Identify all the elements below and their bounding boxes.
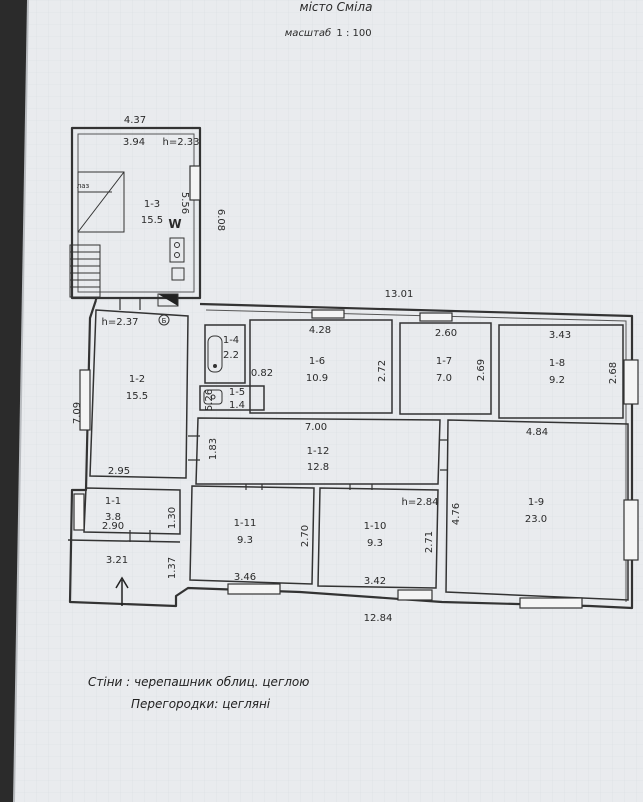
room-1-12-area: 12.8 (307, 462, 329, 473)
room-1-11-id: 1-11 (234, 518, 257, 529)
stair-hatch-label: лаз (77, 182, 90, 190)
dim-porch-width: 3.21 (106, 555, 128, 566)
room-1-3-area: 15.5 (141, 215, 163, 226)
dim-room-12-height: 5.26 (204, 389, 215, 411)
dim-room-110-width: 3.42 (364, 576, 386, 587)
room-1-10-outline (317, 487, 439, 589)
room-1-11-area: 9.3 (237, 535, 253, 546)
dim-room-17-height: 2.69 (476, 359, 487, 381)
room-1-12-outline (195, 417, 441, 485)
room-1-9-id: 1-9 (528, 497, 544, 508)
room-outlines (67, 309, 629, 601)
heater-mark: W (168, 217, 181, 231)
room-1-4-area: 2.2 (223, 350, 239, 361)
room-1-10-id: 1-10 (364, 521, 387, 532)
stairs-icon (69, 171, 125, 298)
room-1-3-id: 1-3 (144, 199, 160, 210)
room-1-6-id: 1-6 (309, 356, 325, 367)
exterior-walls (68, 126, 634, 610)
dim-room-18-height: 2.68 (608, 362, 619, 384)
scale-value: 1 : 100 (336, 28, 371, 39)
dim-overall-bottom: 12.84 (364, 613, 393, 624)
height-block-left-middle: h=2.37 (102, 317, 139, 328)
dim-right-side-13: 6.08 (215, 209, 226, 231)
dim-corridor-width: 7.00 (305, 422, 327, 433)
height-block-left-top: h=2.33 (163, 137, 200, 148)
room-1-11-outline (189, 485, 315, 585)
room-1-10-area: 9.3 (367, 538, 383, 549)
dim-room-11-height: 1.30 (167, 507, 178, 529)
dim-room-16-height: 2.72 (377, 360, 388, 382)
room-1-9-area: 23.0 (525, 514, 547, 525)
room-1-7-outline (399, 322, 492, 415)
dim-room-111-width: 3.46 (234, 572, 256, 583)
dim-room-110-height: 2.71 (424, 531, 435, 553)
dim-porch-height: 1.37 (167, 557, 178, 579)
dim-top-width: 4.37 (124, 115, 146, 126)
sink-icon (203, 389, 223, 405)
height-block-right: h=2.84 (402, 497, 439, 508)
doors (119, 298, 448, 542)
meter-icon (158, 314, 170, 326)
dim-left-side: 7.09 (72, 402, 83, 424)
room-1-4-id: 1-4 (223, 335, 239, 346)
dim-stair-side: 5.56 (179, 192, 190, 214)
room-1-2-id: 1-2 (129, 374, 145, 385)
room-1-2-outline (89, 309, 189, 479)
room-labels: 1-3 15.5 1-2 15.5 1-4 2.2 1-5 1.4 1-6 10… (105, 199, 565, 549)
room-1-12-id: 1-12 (307, 446, 330, 457)
partitions-note: Перегородки: цегляні (131, 697, 271, 711)
dim-overall-top: 13.01 (385, 289, 414, 300)
dimension-labels: 4.37 3.94 6.08 5.56 13.01 4.28 2.72 2.60… (72, 115, 619, 624)
dim-inner-top: 3.94 (123, 137, 145, 148)
dim-room-17-width: 2.60 (435, 328, 457, 339)
boiler-mark: Б (162, 317, 167, 325)
room-1-4-outline (204, 324, 246, 384)
room-1-7-id: 1-7 (436, 356, 452, 367)
room-1-1-id: 1-1 (105, 496, 121, 507)
walls-note: Стіни : черепашник облиц. цеглою (88, 675, 310, 689)
room-1-5-id: 1-5 (229, 387, 245, 398)
dim-room-11-width: 2.90 (102, 521, 124, 532)
dim-room-15-side: 0.82 (251, 368, 273, 379)
dim-room-19-height: 4.76 (451, 503, 462, 525)
dim-room-19-width: 4.84 (526, 427, 548, 438)
room-1-8-id: 1-8 (549, 358, 565, 369)
room-1-1-outline (83, 487, 181, 535)
room-1-8-area: 9.2 (549, 375, 565, 386)
city-title: місто Сміла (300, 0, 373, 14)
room-1-5-outline (199, 385, 265, 411)
dim-room-16-width: 4.28 (309, 325, 331, 336)
room-1-1-area: 3.8 (105, 512, 121, 523)
stove-icon (169, 237, 185, 263)
room-1-6-outline (249, 319, 393, 414)
paper-grid (14, 0, 643, 802)
boiler-icon (171, 267, 185, 281)
entrance-arrow-icon (115, 576, 129, 606)
dim-room-111-height: 2.70 (300, 525, 311, 547)
room-1-9-outline (445, 419, 629, 601)
scale-label: масштаб (285, 27, 331, 39)
chimney-icon (157, 293, 179, 307)
dim-room-12-bottom: 2.95 (108, 466, 130, 477)
dim-room-18-width: 3.43 (549, 330, 571, 341)
paper-edge (13, 0, 29, 802)
windows (73, 165, 639, 609)
room-1-5-area: 1.4 (229, 400, 245, 411)
room-1-7-area: 7.0 (436, 373, 452, 384)
bathtub-icon (207, 335, 223, 373)
room-1-6-area: 10.9 (306, 373, 328, 384)
room-1-2-area: 15.5 (126, 391, 148, 402)
dim-corridor-height: 1.83 (208, 438, 219, 460)
room-1-8-outline (498, 324, 624, 419)
